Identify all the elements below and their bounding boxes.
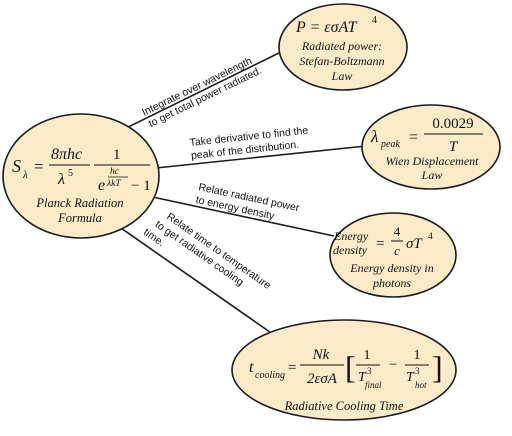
wien-sub: peak	[380, 139, 400, 150]
energy-caption-line1: Energy density in	[349, 261, 434, 275]
stefan-caption-line3: Law	[331, 69, 353, 83]
node-energy-ellipse	[329, 212, 457, 298]
energy-den: c	[394, 243, 400, 258]
node-stefan-boltzmann: P = εσAT 4 Radiated power: Stefan-Boltzm…	[278, 3, 408, 91]
planck-den1: λ	[57, 171, 65, 188]
cooling-f1-sub: final	[365, 380, 382, 390]
cooling-lbr: [	[345, 349, 356, 385]
planck-den2-tail: − 1	[131, 178, 151, 194]
energy-caption-line2: photons	[372, 276, 411, 290]
cooling-rbr: ]	[432, 349, 443, 385]
edge-label-cooling-line1: Relate time to temperature	[164, 211, 273, 292]
wien-caption-line2: Law	[421, 168, 443, 182]
cooling-minus: −	[389, 357, 397, 373]
cooling-f2-sup: 3	[415, 366, 420, 376]
node-planck-ellipse	[2, 113, 160, 239]
planck-S: S	[12, 156, 21, 176]
planck-eq: =	[34, 157, 44, 176]
edge-line-energy	[147, 195, 335, 237]
planck-sub: λ	[22, 169, 28, 181]
edge-line-wien	[155, 145, 367, 169]
cooling-f2-sub: hot	[415, 380, 427, 390]
cooling-eq: =	[288, 360, 296, 376]
planck-caption-line1: Planck Radiation	[35, 196, 123, 210]
wien-den: T	[449, 139, 459, 155]
planck-exp-den: λkT	[106, 179, 121, 189]
stefan-formula: P = εσAT	[295, 19, 358, 36]
cooling-f1-den: T	[358, 370, 367, 385]
stefan-caption-line2: Stefan-Boltzmann	[299, 54, 384, 68]
energy-lhs1: Energy	[333, 229, 369, 243]
wien-num: 0.0029	[432, 116, 473, 132]
node-cooling: t cooling = Nk 2εσA [ 1 T 3 final − 1 T …	[231, 319, 457, 421]
edge-line-cooling	[117, 225, 278, 338]
node-wien: λ peak = 0.0029 T Wien Displacement Law	[361, 104, 501, 190]
connector-lines	[117, 49, 367, 338]
cooling-f2-num: 1	[414, 348, 421, 363]
stefan-caption-line1: Radiated power:	[301, 39, 382, 53]
cooling-sub: cooling	[255, 370, 285, 381]
planck-num1: 8πhc	[51, 146, 82, 163]
wien-lambda: λ	[370, 127, 378, 146]
planck-num2: 1	[113, 147, 121, 163]
planck-den2-base: e	[98, 177, 105, 194]
cooling-f1-num: 1	[364, 348, 371, 363]
cooling-f1-sup: 3	[367, 366, 372, 376]
cooling-num: Nk	[312, 347, 330, 363]
stefan-formula-sup: 4	[372, 15, 377, 26]
cooling-f2-den: T	[406, 370, 415, 385]
node-cooling-ellipse	[231, 319, 457, 421]
planck-caption-line2: Formula	[57, 211, 102, 225]
energy-num: 4	[394, 224, 401, 239]
energy-tail: σT	[406, 236, 423, 252]
node-wien-ellipse	[361, 104, 501, 190]
energy-lhs2: density	[333, 243, 368, 257]
energy-eq: =	[376, 236, 384, 252]
cooling-den: 2εσA	[307, 371, 338, 387]
energy-sup: 4	[428, 232, 433, 242]
edge-line-stefan	[117, 49, 286, 133]
node-planck: S λ = 8πhc λ 5 1 e hc λkT − 1 Planck Rad…	[2, 113, 160, 239]
wien-eq: =	[409, 129, 418, 146]
planck-den1-sup: 5	[68, 168, 73, 179]
cooling-caption: Radiative Cooling Time	[284, 399, 404, 413]
cooling-t: t	[249, 359, 254, 376]
node-energy-density: Energy density = 4 c σT 4 Energy density…	[329, 212, 457, 298]
planck-exp-num: hc	[110, 167, 120, 177]
node-stefan-ellipse	[278, 3, 408, 91]
wien-caption-line1: Wien Displacement	[386, 154, 480, 168]
